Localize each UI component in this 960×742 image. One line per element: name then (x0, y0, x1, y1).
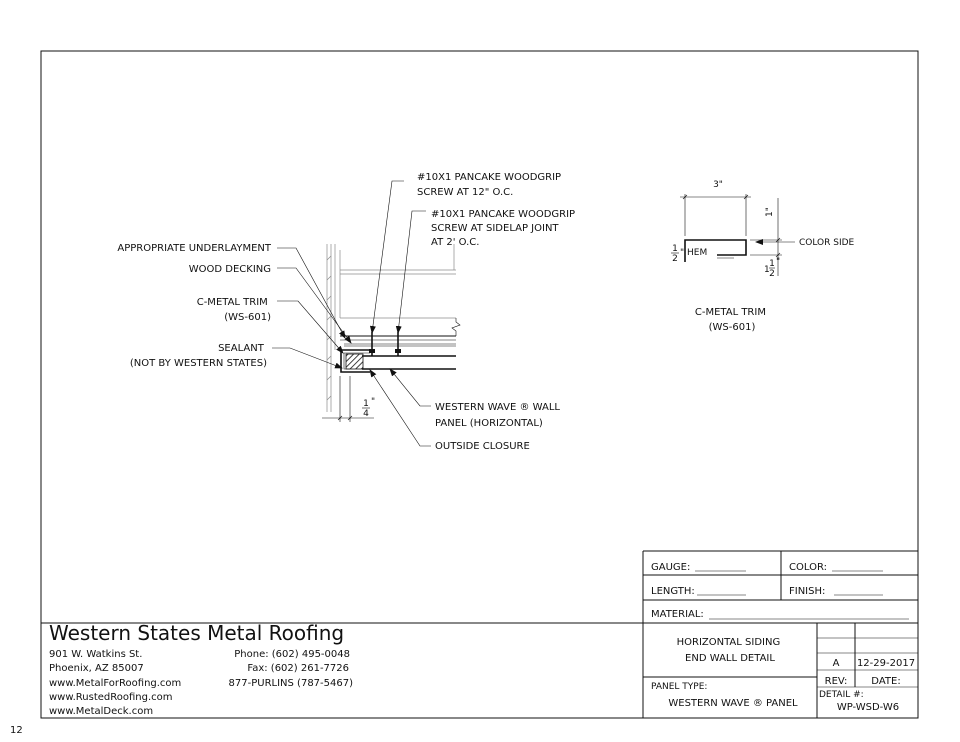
svg-text:901 W. Watkins St.: 901 W. Watkins St. (49, 649, 142, 660)
svg-text:": " (776, 257, 780, 267)
svg-text:2: 2 (672, 254, 678, 264)
svg-text:MATERIAL:: MATERIAL: (651, 609, 704, 620)
svg-text:COLOR SIDE: COLOR SIDE (799, 238, 855, 248)
title-block: HORIZONTAL SIDING END WALL DETAIL PANEL … (41, 622, 918, 718)
hem-dimension: 1 2 " HEM (671, 244, 707, 264)
svg-text:www.RustedRoofing.com: www.RustedRoofing.com (49, 692, 173, 703)
svg-text:877-PURLINS (787-5467): 877-PURLINS (787-5467) (229, 678, 354, 689)
panel-type: WESTERN WAVE ® PANEL (668, 698, 798, 709)
svg-text:1: 1 (764, 265, 770, 275)
svg-text:DATE:: DATE: (871, 676, 900, 687)
cmetal-trim-callout: C-METAL TRIM (WS-601) (197, 297, 271, 323)
leader-lines (272, 180, 431, 447)
svg-text:Phone: (602) 495-0048: Phone: (602) 495-0048 (234, 649, 350, 660)
svg-text:COLOR:: COLOR: (789, 562, 827, 573)
svg-text:PANEL TYPE:: PANEL TYPE: (651, 682, 707, 692)
screw-12-callout: #10X1 PANCAKE WOODGRIP SCREW AT 12" O.C. (417, 172, 564, 198)
wood-decking-callout: WOOD DECKING (189, 264, 271, 275)
return-dimension: 1 1 2 " (764, 257, 780, 279)
svg-text:LENGTH:: LENGTH: (651, 586, 695, 597)
svg-text:": " (371, 397, 375, 407)
sheet-border (40, 50, 919, 719)
outside-closure-callout: OUTSIDE CLOSURE (435, 441, 530, 452)
wall-panel-callout: WESTERN WAVE ® WALL PANEL (HORIZONTAL) (435, 402, 563, 429)
svg-text:Fax: (602) 261-7726: Fax: (602) 261-7726 (247, 663, 349, 674)
page-number: 12 (10, 725, 23, 736)
company-name: Western States Metal Roofing (49, 621, 344, 645)
specs-block: GAUGE: COLOR: LENGTH: FINISH: MATERIAL: (642, 550, 918, 718)
svg-text:www.MetalForRoofing.com: www.MetalForRoofing.com (49, 678, 181, 689)
svg-text:www.MetalDeck.com: www.MetalDeck.com (49, 706, 153, 717)
svg-text:FINISH:: FINISH: (789, 586, 825, 597)
svg-text:1: 1 (672, 244, 678, 254)
svg-text:REV:: REV: (825, 676, 848, 687)
svg-text:1: 1 (363, 399, 369, 409)
svg-text:Phoenix, AZ 85007: Phoenix, AZ 85007 (49, 663, 144, 674)
svg-text:4: 4 (363, 409, 369, 419)
sealant-callout: SEALANT (NOT BY WESTERN STATES) (130, 343, 267, 369)
underlayment-callout: APPROPRIATE UNDERLAYMENT (117, 243, 271, 254)
svg-text:2: 2 (769, 269, 775, 279)
drawing-title: HORIZONTAL SIDING END WALL DETAIL (677, 637, 784, 664)
svg-text:1: 1 (769, 259, 775, 269)
svg-text:1": 1" (765, 207, 775, 217)
trim-profile-title: C-METAL TRIM (WS-601) (695, 307, 769, 333)
svg-text:" HEM: " HEM (680, 248, 707, 258)
trim-profile: 3" 1" COLOR SIDE 1 2 " HEM 1 1 2 " C-MET… (671, 180, 855, 333)
company-block: Western States Metal Roofing 901 W. Watk… (49, 621, 353, 717)
detail-number: WP-WSD-W6 (837, 702, 899, 713)
gap-dimension: 1 4 " (362, 397, 375, 419)
date-value: 12-29-2017 (857, 658, 915, 669)
rev-value: A (833, 658, 840, 669)
section-detail (322, 244, 461, 422)
screw-sidelap-callout: #10X1 PANCAKE WOODGRIP SCREW AT SIDELAP … (431, 209, 578, 248)
svg-text:GAUGE:: GAUGE: (651, 562, 690, 573)
svg-text:DETAIL #:: DETAIL #: (819, 690, 864, 700)
svg-text:3": 3" (713, 180, 723, 190)
